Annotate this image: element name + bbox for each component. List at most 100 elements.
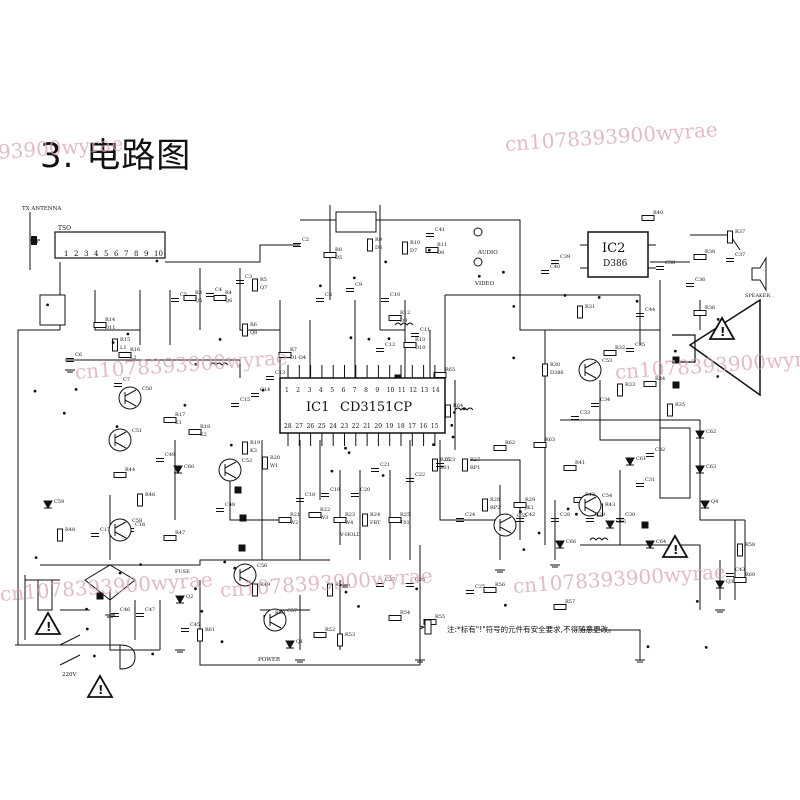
- junction-40: [427, 248, 431, 252]
- transistor-2: [218, 458, 242, 482]
- wire-47: [239, 268, 280, 331]
- resistor-6: [367, 238, 373, 252]
- ref-r19: R19: [250, 440, 260, 446]
- ref-c59: C59: [54, 499, 64, 505]
- ref-c48: C48: [225, 502, 235, 508]
- junction-2: [347, 451, 351, 455]
- resistor-8: [425, 247, 439, 253]
- tuner-pin-label: 10: [154, 250, 163, 258]
- ref-r61: R61: [205, 627, 215, 633]
- resistor-42: [163, 535, 177, 541]
- ref-r42: R42: [585, 492, 595, 498]
- diode-5: [645, 540, 655, 550]
- wire-25: [599, 380, 660, 441]
- resistor-44: [252, 583, 258, 597]
- wire-0: [17, 329, 60, 645]
- tuner-pin-label: 6: [114, 250, 119, 258]
- test-point-1: [238, 544, 246, 552]
- diode-4: [695, 465, 705, 475]
- resistor-49: [388, 615, 402, 621]
- ref-r20: R20: [270, 455, 280, 461]
- ref-r6: R6: [250, 322, 257, 328]
- ref-r40: R40: [653, 210, 663, 216]
- resistor-56: [493, 445, 507, 451]
- transistor-collector-8: [114, 521, 127, 529]
- warning-mark-1: !: [46, 620, 51, 634]
- resistor-48: [337, 633, 343, 647]
- transistor-collector-6: [239, 566, 252, 574]
- ref-c60: C60: [184, 464, 194, 470]
- resistor-58: [445, 404, 451, 418]
- resistor-37: [563, 465, 577, 471]
- ref-d8: D8: [437, 250, 444, 256]
- junction-32: [344, 590, 348, 594]
- junction-27: [352, 276, 356, 280]
- junction-69: [34, 556, 38, 559]
- ic1-top-pin: 10: [387, 387, 395, 394]
- ref-c16: C16: [135, 522, 145, 528]
- resistor-25: [482, 498, 488, 512]
- warning-triangle-2: [86, 674, 114, 698]
- junction-62: [74, 388, 78, 391]
- resistor-59: [433, 372, 447, 378]
- tuner-pin-label: 5: [104, 250, 108, 258]
- switch-s01-a: [59, 634, 81, 646]
- resistor-15: [188, 429, 202, 435]
- junction-30: [716, 375, 720, 378]
- test-point-4: [672, 381, 680, 389]
- ref-r16: R16: [130, 347, 140, 353]
- ref-c7: C7: [123, 377, 130, 383]
- resistor-19: [308, 512, 322, 518]
- transistor-collector-0: [124, 389, 137, 397]
- resistor-51: [483, 587, 497, 593]
- ref-d1-d4: D1-D4: [290, 355, 306, 361]
- ref-d6: D6: [375, 245, 382, 251]
- junction-39: [566, 507, 570, 511]
- junction-41: [261, 388, 265, 392]
- ref-r17: R17: [175, 412, 185, 418]
- ref-c10: C10: [390, 292, 400, 298]
- resistor-11: [93, 322, 107, 328]
- ref-d7: D7: [410, 248, 417, 254]
- test-point-0: [234, 486, 242, 494]
- ref-jk1: JK1: [524, 505, 534, 511]
- ref-c4: C4: [215, 287, 222, 293]
- ic2-name: IC2: [602, 241, 625, 256]
- fuse-label: FUSE: [175, 569, 190, 575]
- ref-r29: R29: [525, 497, 535, 503]
- junction-11: [704, 646, 708, 649]
- ref-r62: R62: [505, 440, 515, 446]
- resistor-55: [197, 628, 203, 642]
- wire-7: [40, 559, 330, 566]
- transformer: [37, 579, 53, 611]
- resistor-23: [432, 458, 438, 472]
- ic1-bottom-pin: 20: [374, 423, 382, 430]
- ref-r46: R46: [145, 492, 155, 498]
- ref-c46: C46: [120, 607, 130, 613]
- ic2-part: D386: [603, 259, 628, 269]
- transistor-0: [118, 386, 142, 410]
- transistor-emitter-1: [114, 441, 127, 449]
- vhold-label: V-HOLD: [339, 532, 361, 538]
- ic1-bottom-pin: 23: [341, 423, 349, 430]
- ref-c40: C40: [550, 264, 560, 270]
- junction-1: [111, 341, 115, 344]
- resistor-16: [242, 441, 248, 455]
- warning-mark-3: !: [673, 543, 678, 557]
- tuner-pin-label: 3: [84, 250, 88, 258]
- junction-58: [415, 587, 419, 591]
- ref-r10: R10: [410, 240, 420, 246]
- resistor-17: [262, 456, 268, 470]
- junction-0: [381, 474, 385, 477]
- ref-d9: D9: [400, 318, 407, 324]
- junction-50: [118, 571, 122, 575]
- ref-r65: R65: [445, 367, 455, 373]
- junction-10: [155, 259, 159, 263]
- junction-45: [33, 389, 37, 393]
- junction-14: [330, 469, 334, 473]
- ref-r33: R33: [625, 382, 635, 388]
- ref-c36: C36: [695, 277, 705, 283]
- junction-9: [432, 443, 435, 446]
